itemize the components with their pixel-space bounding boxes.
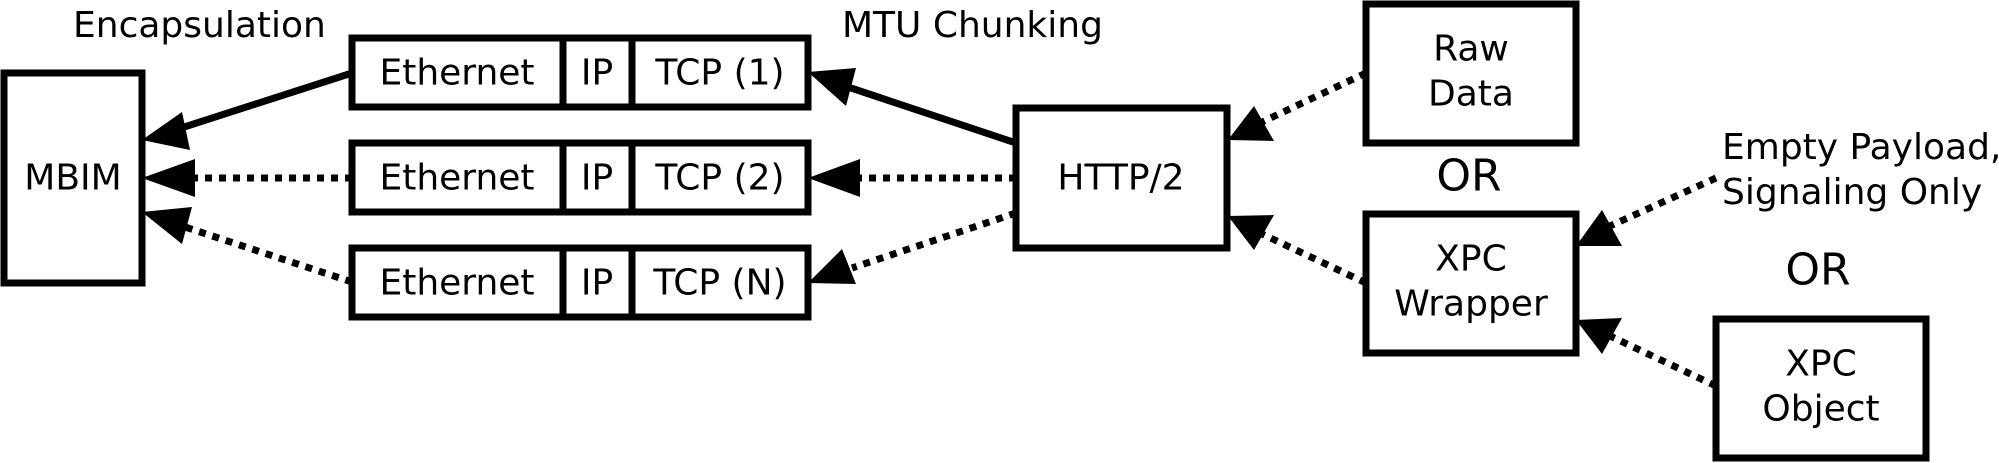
packet-row: Ethernet IP TCP (2) [348, 139, 812, 216]
arrowhead-xpcwrapper-1 [1576, 210, 1622, 246]
arrowhead-http2-2 [1228, 215, 1274, 250]
edge-xpcwrapper-to-http2 [1260, 230, 1368, 287]
xpc-object-node: XPC Object [1712, 315, 1930, 462]
edge-http2-to-tcpn [850, 209, 1018, 272]
xpc-wrapper-box [1362, 210, 1580, 357]
http2-box [1012, 104, 1231, 252]
mbim-node: MBIM [0, 69, 146, 287]
xpc-object-label-line1: XPC [1785, 344, 1857, 385]
edge-xpcobject-to-xpcwrapper [1608, 332, 1718, 390]
edge-tcpn-to-mbim [180, 222, 354, 286]
tcp-segment: TCP (1) [654, 53, 784, 94]
mbim-label: MBIM [24, 158, 121, 199]
packet-row: Ethernet IP TCP (N) [348, 244, 812, 321]
http2-node: HTTP/2 [1012, 104, 1231, 252]
arrowhead-mbim-1 [142, 112, 190, 150]
ip-segment: IP [581, 158, 613, 199]
empty-payload-label-line2: Signaling Only [1722, 172, 1982, 213]
edge-http2-to-tcp1 [846, 83, 1018, 147]
arrowhead-xpcwrapper-2 [1576, 318, 1622, 354]
mbim-box [0, 69, 146, 287]
empty-payload-label-line1: Empty Payload, [1722, 127, 1999, 168]
raw-data-node: Raw Data [1362, 0, 1580, 147]
edge-tcp1-to-mbim [173, 69, 354, 134]
xpc-object-box [1712, 315, 1930, 462]
edges [142, 68, 1718, 390]
arrowhead-mbim-2 [142, 159, 195, 197]
arrowhead-tcp2 [808, 159, 860, 197]
arrowhead-mbim-3 [142, 207, 192, 244]
packet-row: Ethernet IP TCP (1) [348, 34, 812, 111]
edge-rawdata-to-http2 [1260, 69, 1368, 126]
ip-segment: IP [581, 53, 613, 94]
tcp-segment: TCP (2) [654, 158, 784, 199]
tcp-segment: TCP (N) [652, 263, 786, 304]
xpc-wrapper-label-line1: XPC [1435, 239, 1507, 280]
ethernet-segment: Ethernet [379, 53, 534, 94]
raw-data-label-line1: Raw [1433, 29, 1509, 70]
edge-emptypayload-to-xpcwrapper [1608, 174, 1718, 230]
ethernet-segment: Ethernet [379, 158, 534, 199]
xpc-wrapper-node: XPC Wrapper [1362, 210, 1580, 357]
raw-data-box [1362, 0, 1580, 147]
packet-row-outline [348, 139, 812, 216]
arrowhead-http2-1 [1228, 106, 1274, 141]
http2-label: HTTP/2 [1057, 158, 1184, 199]
xpc-object-label-line2: Object [1762, 389, 1879, 430]
or-label-top: OR [1436, 151, 1501, 202]
xpc-wrapper-label-line2: Wrapper [1394, 284, 1548, 325]
arrowhead-tcpn [808, 249, 856, 284]
ip-segment: IP [581, 263, 613, 304]
packet-row-outline [348, 34, 812, 111]
or-label-bottom: OR [1785, 245, 1850, 296]
packet-row-outline [348, 244, 812, 321]
raw-data-label-line2: Data [1428, 74, 1514, 115]
ethernet-segment: Ethernet [379, 263, 534, 304]
mtu-chunking-label: MTU Chunking [842, 5, 1103, 46]
encapsulation-label: Encapsulation [73, 5, 326, 46]
arrowhead-tcp1 [808, 68, 856, 106]
